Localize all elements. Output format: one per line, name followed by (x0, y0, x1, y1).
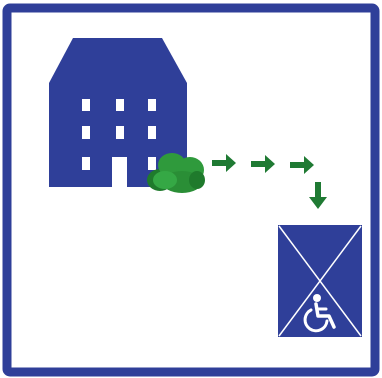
window (148, 99, 156, 111)
window (116, 126, 124, 139)
window (82, 99, 90, 111)
window (116, 99, 124, 111)
wheelchair-lift-platform (278, 225, 362, 337)
door (112, 157, 127, 187)
window (82, 126, 90, 139)
window (148, 126, 156, 139)
window (148, 157, 156, 170)
window (82, 157, 90, 170)
